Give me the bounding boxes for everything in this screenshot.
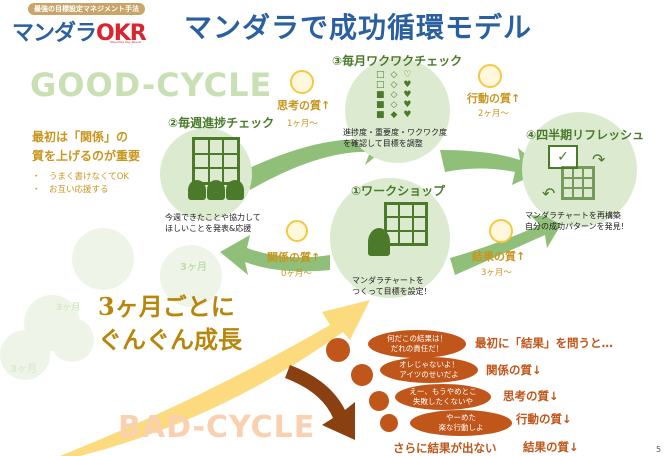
intro-text: 最初は「関係」の 質を上げるのが重要 ・ うまく書けなくてOK ・ お互い応援す…	[32, 128, 140, 195]
speech-bubble: オレじゃないよ！アイツのせいだよ	[380, 357, 478, 383]
logo-tagline: 最強の目標設定マネジメント手法	[28, 3, 145, 15]
angry-face-icon	[326, 338, 350, 362]
good-cycle-label: GOOD-CYCLE	[30, 66, 273, 104]
speech-bubble: 何だこの結果は！だれの責任だ！	[368, 330, 466, 358]
quality-result-period: 3ヶ月〜	[481, 268, 512, 278]
mandala-grid-icon	[192, 137, 240, 185]
intro-line-2: 質を上げるのが重要	[32, 149, 141, 163]
logo: 最強の目標設定マネジメント手法 マンダラOKR Objective Key Re…	[10, 3, 160, 47]
dizzy-face-icon	[369, 391, 389, 411]
growth-text: 3ヶ月ごとに ぐんぐん成長	[98, 290, 242, 356]
growth-line-2: ぐんぐん成長	[98, 325, 242, 354]
step-1-desc: マンダラチャートをつくって目標を設定！	[352, 275, 432, 297]
bubble-line: オレじゃないよ！	[399, 360, 459, 369]
quality-relationship-period: 0ヶ月〜	[281, 269, 312, 279]
step-4-desc-line: マンダラチャートを再構築	[525, 211, 621, 220]
bad-label: 思考の質↓	[503, 389, 559, 403]
faint-label: 3ヶ月	[56, 303, 81, 313]
faint-label: 3ヶ月	[180, 262, 207, 273]
worried-face-icon	[351, 364, 373, 386]
bad-label: 関係の質↓	[486, 363, 542, 377]
quality-relationship: 関係の質↑	[267, 251, 321, 264]
smile-face-icon	[286, 220, 308, 242]
presenter-icon	[368, 228, 390, 256]
quality-result: 結果の質↑	[472, 250, 526, 263]
bubble-line: 失敗したくないや	[413, 397, 473, 406]
logo-okr: OKR	[96, 21, 147, 46]
page-number: 5	[656, 445, 662, 454]
quality-action: 行動の質↑	[467, 92, 521, 105]
step-4-desc: マンダラチャートを再構築自分の成功パターンを発見！	[525, 210, 629, 232]
step-4-title: ④四半期リフレッシュ	[526, 128, 645, 142]
step-1-title: ①ワークショップ	[351, 184, 446, 198]
page-title: マンダラで成功循環モデル	[184, 11, 533, 44]
growth-line-1: 3ヶ月ごとに	[98, 292, 235, 321]
smile-face-icon	[290, 70, 314, 94]
mandala-grid-icon	[384, 202, 428, 246]
intro-bullet: ・ お互い応援する	[32, 185, 109, 195]
bad-arrow	[285, 365, 355, 440]
person-icon	[226, 180, 244, 200]
bad-label: 最初に「結果」を問うと…	[475, 336, 613, 350]
whistling-face-icon	[380, 414, 398, 432]
step-3-circle	[345, 58, 450, 163]
step-2-desc-line: 今週できたことや協力して	[165, 213, 261, 222]
step-3-title: ③毎月ワクワクチェック	[332, 54, 463, 68]
smile-face-icon	[478, 64, 502, 88]
speech-bubble: えー、もうやめとこ失敗したくないや	[395, 384, 491, 410]
intro-bullet: ・ うまく書けなくてOK	[32, 172, 130, 182]
quality-action-period: 2ヶ月〜	[478, 109, 509, 119]
arrow-2-to-3	[245, 130, 390, 190]
logo-wordmark: マンダラOKR	[12, 15, 147, 47]
step-1-desc-line: マンダラチャートを	[352, 276, 424, 285]
bad-label: 行動の質↓	[516, 412, 572, 426]
step-4-circle	[522, 112, 637, 227]
step-2-desc: 今週できたことや協力してほしいことを発表&応援	[165, 212, 261, 234]
quality-thinking: 思考の質↑	[277, 99, 331, 112]
bad-cycle-label: BAD-CYCLE	[118, 410, 316, 445]
bubble-line: えー、もうやめとこ	[409, 387, 477, 396]
bubble-line: 何だこの結果は！	[387, 334, 447, 343]
arrow-1-to-2	[220, 235, 330, 275]
quality-thinking-period: 1ヶ月〜	[287, 119, 318, 129]
check-symbols-icon: □◇♡ □◇♥ ■◇♥ ■◇♥ ■◆♥	[376, 70, 418, 120]
step-1-circle	[330, 178, 450, 298]
bubble-line: だれの責任だ！	[390, 344, 444, 353]
refresh-arrow-icon: ↷	[592, 150, 606, 169]
step-2-circle	[160, 128, 252, 220]
person-icon	[207, 180, 225, 200]
arrow-4-to-1	[450, 215, 565, 275]
faint-circle	[72, 228, 134, 290]
bubble-line: やーめた	[446, 413, 476, 422]
step-4-desc-line: 自分の成功パターンを発見！	[525, 222, 629, 231]
bubble-line: アイツのせいだよ	[399, 370, 459, 379]
bad-final: 結果の質↓	[523, 440, 579, 454]
step-3-desc-line: を確認して目標を調整	[343, 139, 423, 148]
bad-conclusion: さらに結果が出ない	[393, 441, 497, 455]
bubble-line: 楽な行動しよ	[438, 423, 484, 432]
growth-arrow	[60, 300, 370, 456]
faint-circle	[160, 245, 222, 307]
step-3-desc-line: 進捗度・重要度・ワクワク度	[343, 128, 447, 137]
step-3-desc: 進捗度・重要度・ワクワク度を確認して目標を調整	[343, 127, 447, 149]
logo-sub: Objective Key Result	[110, 40, 141, 44]
mandala-grid-icon	[561, 166, 595, 200]
step-2-title: ②毎週進捗チェック	[168, 116, 275, 130]
faint-circle	[50, 318, 94, 362]
step-2-desc-line: ほしいことを発表&応援	[165, 224, 252, 233]
person-icon	[188, 180, 206, 200]
logo-kana: マンダラ	[12, 21, 97, 46]
faint-label: 3ヶ月	[10, 364, 37, 375]
step-1-desc-line: つくって目標を設定！	[352, 287, 432, 296]
intro-line-1: 最初は「関係」の	[32, 130, 129, 144]
arrow-3-to-4	[440, 148, 545, 185]
refresh-arrow-icon: ↶	[542, 184, 556, 203]
laughing-face-icon	[489, 219, 513, 243]
speech-bubble: やーめた楽な行動しよ	[410, 410, 512, 436]
faint-circle	[0, 330, 50, 380]
